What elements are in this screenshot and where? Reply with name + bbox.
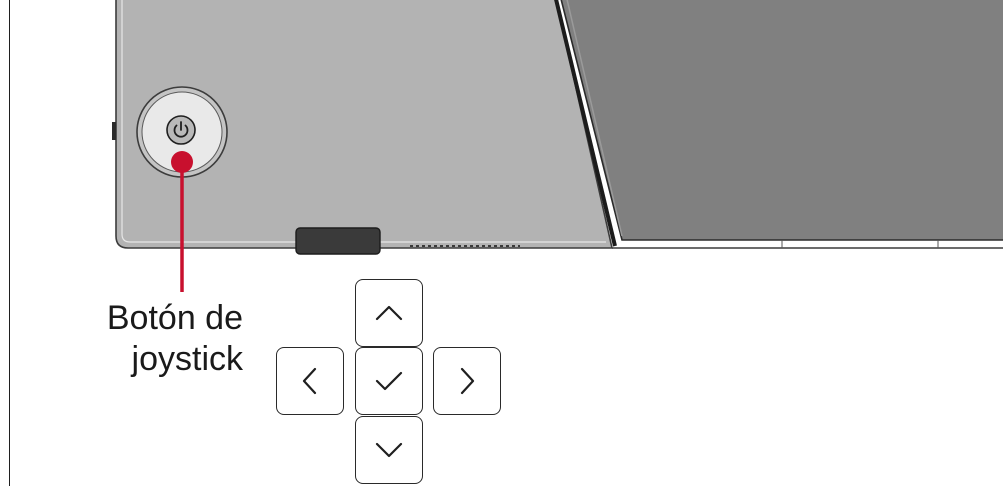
bottom-tab (295, 227, 381, 255)
screen-bevel-highlight (566, 0, 623, 237)
monitor-screen (560, 0, 1003, 241)
callout-label-line2: joystick (131, 340, 243, 378)
joystick-callout-label: Botón de joystick (107, 298, 243, 380)
chevron-down-icon (375, 442, 403, 458)
callout-label-line1: Botón de (106, 299, 243, 337)
screen-bevel (554, 0, 617, 247)
monitor-left-panel-edge (121, 0, 606, 243)
joystick-down-key[interactable] (355, 416, 423, 484)
chevron-right-icon (460, 367, 475, 395)
joystick-up-key[interactable] (355, 279, 423, 347)
chevron-up-icon (375, 305, 403, 321)
side-notch (112, 122, 116, 140)
check-icon (375, 371, 403, 391)
monitor-left-panel (115, 0, 614, 249)
joystick-right-key[interactable] (433, 347, 501, 415)
chevron-left-icon (302, 367, 317, 395)
callout-dot (171, 151, 193, 173)
joystick-confirm-key[interactable] (355, 347, 423, 415)
joystick-left-key[interactable] (276, 347, 344, 415)
power-icon (173, 121, 189, 138)
